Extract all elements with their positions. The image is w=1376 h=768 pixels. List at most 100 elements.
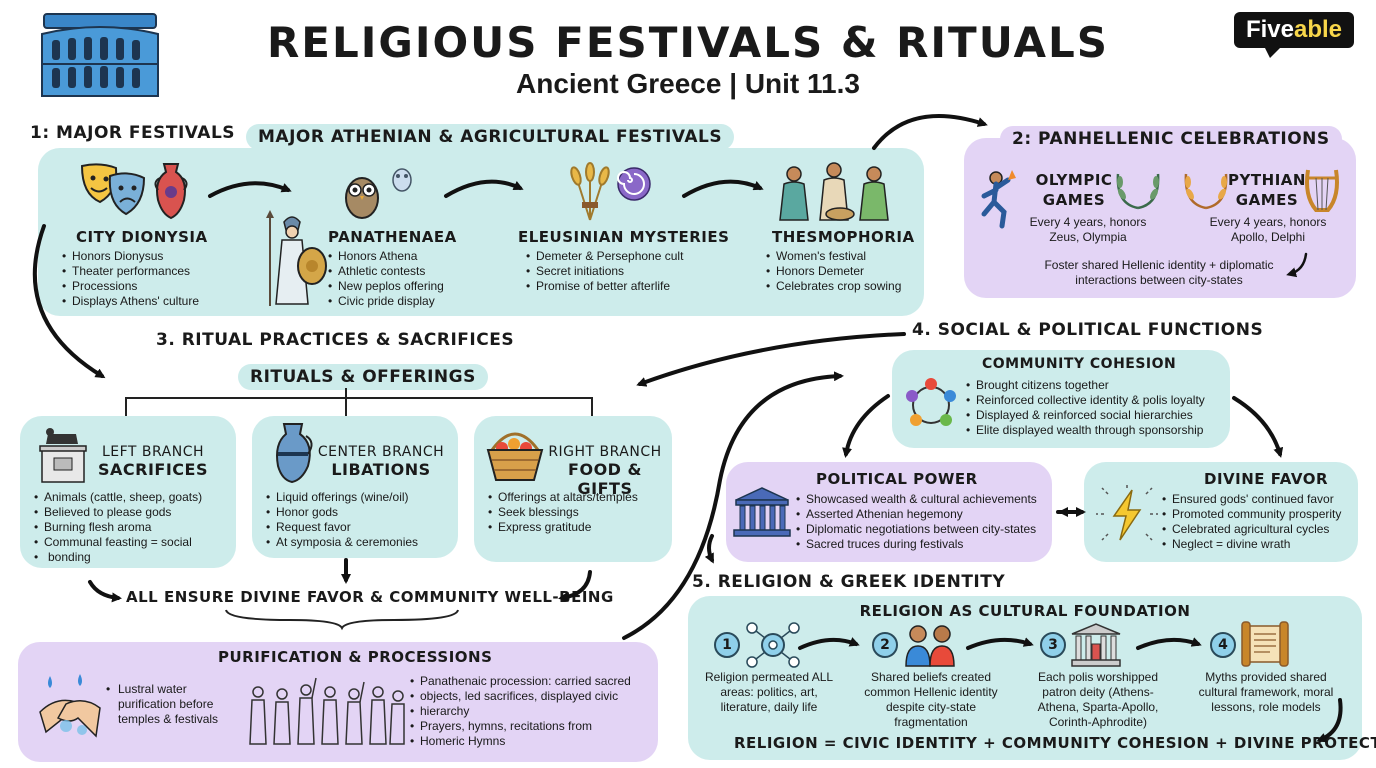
festival-eleusinian: ELEUSINIAN MYSTERIES Demeter & Persephon…: [518, 228, 729, 294]
lyre-icon: [1305, 169, 1339, 212]
fruit-basket-icon: [486, 432, 544, 481]
list-item: Celebrates crop sowing: [766, 279, 915, 294]
list-item: Promise of better afterlife: [526, 279, 729, 294]
temple-shrine-icon: [1071, 623, 1121, 667]
pythian-desc: Every 4 years, honors Apollo, Delphi: [1198, 215, 1338, 245]
list-item: Honors Demeter: [766, 264, 915, 279]
list-item: Secret initiations: [526, 264, 729, 279]
list-item: New peplos offering: [328, 279, 457, 294]
arrow-left-to-summary: [88, 580, 122, 603]
list-item: Honors Athena: [328, 249, 457, 264]
left-branch-label: LEFT BRANCH: [101, 444, 205, 460]
divine-favor-title: DIVINE FAVOR: [1204, 470, 1329, 488]
list-item: Panathenaic procession: carried sacred: [410, 674, 631, 689]
identity-step-4: Myths provided shared cultural framework…: [1186, 670, 1346, 715]
arrow-identity-end: [1316, 698, 1343, 743]
festival-title: PANATHENAEA: [328, 228, 457, 246]
political-power-title: POLITICAL POWER: [816, 470, 978, 488]
temple-logo-icon: [41, 13, 159, 97]
arrow-festivals-to-rituals: [32, 224, 106, 379]
list-item: Honor gods: [266, 505, 418, 520]
page-title: RELIGIOUS FESTIVALS & RITUALS: [266, 18, 1110, 67]
arrow-social-to-rituals: [636, 332, 906, 387]
center-branch-label: CENTER BRANCH: [317, 444, 445, 460]
list-item: Ensured gods' continued favor: [1162, 492, 1341, 507]
rituals-pill: RITUALS & OFFERINGS: [238, 364, 488, 390]
brand-tail-icon: [1264, 46, 1282, 58]
list-item-continued: hierarchy: [410, 704, 631, 719]
purification-right-list: Panathenaic procession: carried sacred o…: [410, 674, 631, 749]
step-line: lessons, role models: [1211, 700, 1321, 714]
olympic-title: OLYMPIC GAMES: [1026, 170, 1122, 210]
step-line: Each polis worshipped: [1037, 670, 1159, 684]
list-item: Animals (cattle, sheep, goats): [34, 490, 202, 505]
section-4-heading: 4. SOCIAL & POLITICAL FUNCTIONS: [912, 320, 1264, 340]
identity-step-2: Shared beliefs created common Hellenic i…: [852, 670, 1010, 730]
cohesion-title: COMMUNITY COHESION: [982, 356, 1177, 372]
arrow-purification-to-social: [622, 371, 844, 640]
community-circle-icon: [906, 378, 956, 426]
purification-left-line2: purification before: [118, 697, 214, 711]
arrow-to-panhellenic: [872, 114, 988, 150]
list-item: Honors Dionysus: [62, 249, 208, 264]
list-item: Diplomatic negotiations between city-sta…: [796, 522, 1037, 537]
scroll-icon: [1241, 621, 1289, 667]
step-line: Corinth-Aphrodite): [1048, 715, 1148, 729]
step-number-1: 1: [714, 632, 740, 658]
arrow-step1-step2: [798, 637, 860, 650]
arrow-panhellenic-foot: [1286, 252, 1308, 278]
arrow-step3-step4: [1136, 637, 1202, 650]
list-item: Celebrated agricultural cycles: [1162, 522, 1341, 537]
right-branch-label: RIGHT BRANCH: [548, 444, 662, 460]
women-harvest-icon: [779, 162, 889, 221]
list-item: Reinforced collective identity & polis l…: [966, 393, 1205, 408]
cohesion-list: Brought citizens together Reinforced col…: [966, 378, 1205, 438]
list-item: Sacred truces during festivals: [796, 537, 1037, 552]
step-line: Athena, Sparta-Apollo,: [1037, 700, 1159, 714]
brand-text-able: able: [1294, 16, 1343, 43]
food-gifts-list: Offerings at altars/temples Seek blessin…: [488, 490, 638, 535]
list-item: Elite displayed wealth through sponsorsh…: [966, 423, 1205, 438]
arrow-right-to-summary: [558, 570, 592, 603]
olympic-line1: Every 4 years, honors: [1029, 215, 1147, 229]
arrow-eleusinian-thesmophoria: [682, 179, 764, 198]
panhellenic-foot-line2: interactions between city-states: [1075, 273, 1243, 287]
list-item: Showcased wealth & cultural achievements: [796, 492, 1037, 507]
list-item: Theater performances: [62, 264, 208, 279]
list-item: Express gratitude: [488, 520, 638, 535]
festival-list: Demeter & Persephone cult Secret initiat…: [526, 249, 729, 294]
food-gifts-card: [474, 416, 672, 562]
step-line: literature, daily life: [720, 700, 818, 714]
owl-small-icon: [392, 168, 412, 192]
pitcher-icon: [276, 423, 313, 484]
list-item: Believed to please gods: [34, 505, 202, 520]
list-item: Brought citizens together: [966, 378, 1205, 393]
list-item: Seek blessings: [488, 505, 638, 520]
divine-favor-list: Ensured gods' continued favor Promoted c…: [1162, 492, 1341, 552]
festival-title: CITY DIONYSIA: [76, 228, 208, 246]
panhellenic-foot-line1: Foster shared Hellenic identity + diplom…: [1044, 258, 1274, 272]
purification-left-line3: temples & festivals: [118, 712, 219, 726]
step-line: patron deity (Athens-: [1042, 685, 1154, 699]
pythian-name-a: PYTHIAN: [1228, 171, 1306, 189]
brand-logo: Fiveable: [1234, 12, 1354, 48]
arrow-panathenaea-eleusinian: [444, 179, 524, 198]
step-number-2: 2: [872, 632, 898, 658]
identity-subheading: RELIGION AS CULTURAL FOUNDATION: [859, 602, 1191, 620]
panhellenic-pill: 2: PANHELLENIC CELEBRATIONS: [1000, 126, 1342, 152]
list-item: Athletic contests: [328, 264, 457, 279]
pythian-name-b: GAMES: [1235, 191, 1299, 209]
festival-panathenaea: PANATHENAEA Honors Athena Athletic conte…: [328, 228, 457, 309]
list-item: Communal feasting = social: [34, 535, 202, 550]
festival-thesmophoria: THESMOPHORIA Women's festival Honors Dem…: [766, 228, 915, 294]
list-item: Displayed & reinforced social hierarchie…: [966, 408, 1205, 423]
swirl-icon: [617, 167, 651, 201]
runner-torch-icon: [981, 170, 1016, 229]
step-line: despite city-state: [885, 700, 977, 714]
left-branch-title: LEFT BRANCH SACRIFICES: [96, 444, 210, 479]
festival-title: ELEUSINIAN MYSTERIES: [518, 228, 730, 246]
left-branch-name: SACRIFICES: [98, 460, 208, 479]
list-item: Civic pride display: [328, 294, 457, 309]
list-item-continued: objects, led sacrifices, displayed civic: [410, 689, 631, 704]
step-line: cultural framework, moral: [1198, 685, 1334, 699]
